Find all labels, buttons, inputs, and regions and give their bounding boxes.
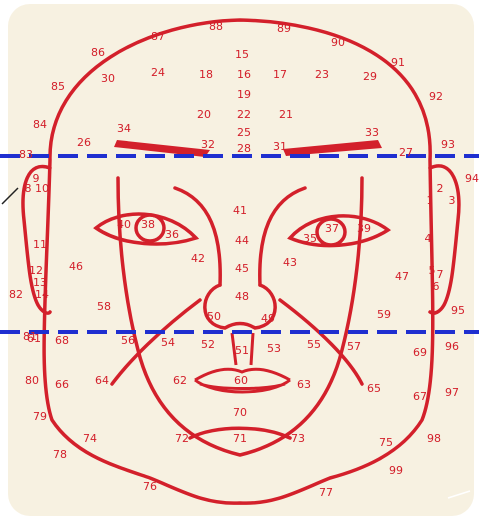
zone-label-85: 85 [51, 80, 65, 93]
zone-label-32: 32 [201, 138, 215, 151]
zone-label-86: 86 [91, 46, 105, 59]
zone-label-69: 69 [413, 346, 427, 359]
zone-label-91: 91 [391, 56, 405, 69]
zone-label-7: 7 [437, 268, 444, 281]
zone-label-63: 63 [297, 378, 311, 391]
zone-label-55: 55 [307, 338, 321, 351]
zone-label-47: 47 [395, 270, 409, 283]
zone-label-81: 81 [23, 330, 37, 343]
zone-label-45: 45 [235, 262, 249, 275]
zone-label-19: 19 [237, 88, 251, 101]
zone-label-20: 20 [197, 108, 211, 121]
zone-label-73: 73 [291, 432, 305, 445]
zone-label-34: 34 [117, 122, 131, 135]
zone-label-38: 38 [141, 218, 155, 231]
zone-label-33: 33 [365, 126, 379, 139]
zone-label-50: 50 [207, 310, 221, 323]
zone-label-95: 95 [451, 304, 465, 317]
zone-label-54: 54 [161, 336, 175, 349]
zone-label-76: 76 [143, 480, 157, 493]
zone-label-96: 96 [445, 340, 459, 353]
zone-label-36: 36 [165, 228, 179, 241]
zone-label-53: 53 [267, 342, 281, 355]
zone-label-94: 94 [465, 172, 479, 185]
zone-label-89: 89 [277, 22, 291, 35]
zone-label-70: 70 [233, 406, 247, 419]
zone-label-15: 15 [235, 48, 249, 61]
zone-label-82: 82 [9, 288, 23, 301]
zone-label-41: 41 [233, 204, 247, 217]
zone-label-67: 67 [413, 390, 427, 403]
zone-label-88: 88 [209, 20, 223, 33]
zone-label-17: 17 [273, 68, 287, 81]
zone-label-6: 6 [433, 280, 440, 293]
zone-label-24: 24 [151, 66, 165, 79]
zone-label-39: 39 [357, 222, 371, 235]
zone-label-52: 52 [201, 338, 215, 351]
zone-label-48: 48 [235, 290, 249, 303]
zone-label-59: 59 [377, 308, 391, 321]
zone-label-98: 98 [427, 432, 441, 445]
zone-label-3: 3 [449, 194, 456, 207]
zone-label-4: 4 [425, 232, 432, 245]
zone-label-84: 84 [33, 118, 47, 131]
zone-label-77: 77 [319, 486, 333, 499]
zone-label-58: 58 [97, 300, 111, 313]
zone-label-51: 51 [235, 344, 249, 357]
zone-label-65: 65 [367, 382, 381, 395]
zone-label-26: 26 [77, 136, 91, 149]
zone-label-97: 97 [445, 386, 459, 399]
zone-label-28: 28 [237, 142, 251, 155]
zone-label-93: 93 [441, 138, 455, 151]
zone-label-14: 14 [35, 288, 49, 301]
zone-label-1: 1 [427, 194, 434, 207]
zone-label-10: 10 [35, 182, 49, 195]
zone-label-79: 79 [33, 410, 47, 423]
zone-label-62: 62 [173, 374, 187, 387]
zone-label-64: 64 [95, 374, 109, 387]
zone-label-5: 5 [429, 264, 436, 277]
zone-label-37: 37 [325, 222, 339, 235]
zone-label-78: 78 [53, 448, 67, 461]
zone-label-72: 72 [175, 432, 189, 445]
zone-label-87: 87 [151, 30, 165, 43]
zone-label-43: 43 [283, 256, 297, 269]
zone-label-57: 57 [347, 340, 361, 353]
zone-label-22: 22 [237, 108, 251, 121]
zone-label-30: 30 [101, 72, 115, 85]
zone-label-80: 80 [25, 374, 39, 387]
zone-label-49: 49 [261, 312, 275, 325]
zone-label-68: 68 [55, 334, 69, 347]
zone-label-74: 74 [83, 432, 97, 445]
zone-label-83: 83 [19, 148, 33, 161]
zone-label-92: 92 [429, 90, 443, 103]
zone-label-46: 46 [69, 260, 83, 273]
zone-label-44: 44 [235, 234, 249, 247]
zone-label-25: 25 [237, 126, 251, 139]
zone-label-60: 60 [234, 374, 248, 387]
zone-label-56: 56 [121, 334, 135, 347]
zone-label-11: 11 [33, 238, 47, 251]
zone-label-29: 29 [363, 70, 377, 83]
zone-label-71: 71 [233, 432, 247, 445]
zone-label-66: 66 [55, 378, 69, 391]
zone-label-35: 35 [303, 232, 317, 245]
zone-label-21: 21 [279, 108, 293, 121]
zone-label-8: 8 [25, 182, 32, 195]
zone-label-16: 16 [237, 68, 251, 81]
zone-label-42: 42 [191, 252, 205, 265]
zone-label-90: 90 [331, 36, 345, 49]
zone-label-2: 2 [437, 182, 444, 195]
zone-label-31: 31 [273, 140, 287, 153]
zone-label-23: 23 [315, 68, 329, 81]
zone-label-18: 18 [199, 68, 213, 81]
zone-label-40: 40 [117, 218, 131, 231]
zone-label-75: 75 [379, 436, 393, 449]
zone-label-99: 99 [389, 464, 403, 477]
zone-label-27: 27 [399, 146, 413, 159]
